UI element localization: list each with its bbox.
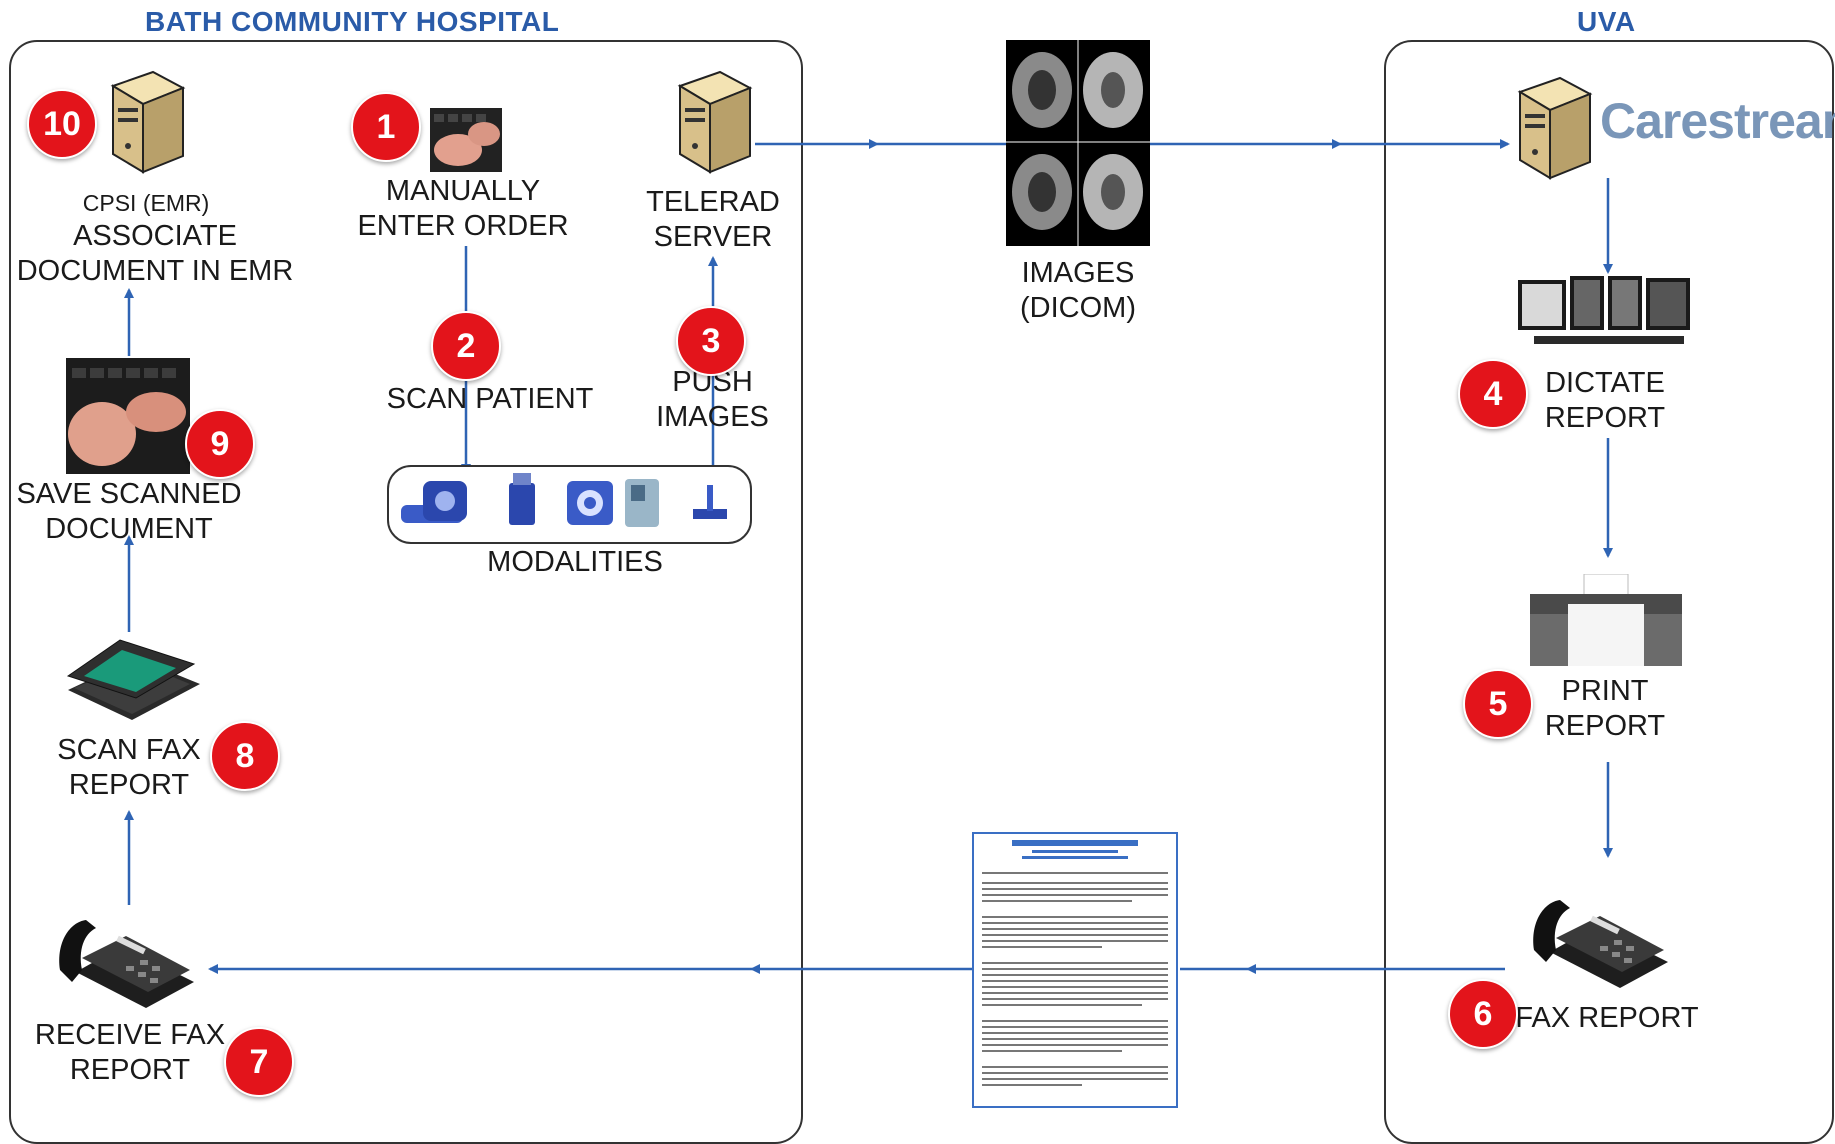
keyboard-typing-icon (66, 358, 190, 474)
fax-report-label: FAX REPORT (1515, 1002, 1699, 1034)
scanner-icon (66, 639, 200, 720)
telerad-server-icon (677, 70, 753, 174)
fax-machine-right-icon (1533, 900, 1668, 988)
step-badge-5: 5 (1463, 669, 1533, 739)
step-badge-10: 10 (27, 89, 97, 159)
step-badge-1: 1 (351, 92, 421, 162)
keyboard-hands-icon (430, 108, 502, 172)
modality-devices-icon (401, 473, 727, 527)
step-badge-8: 8 (210, 721, 280, 791)
step-badge-4: 4 (1458, 359, 1528, 429)
carestream-logo: Carestream (1600, 93, 1835, 149)
modalities-box (387, 465, 752, 544)
fax-machine-left-icon (59, 920, 194, 1008)
images-dicom-label: IMAGES(DICOM) (1020, 257, 1136, 324)
workstation-monitors-icon (1518, 276, 1690, 344)
uva-title: UVA (1577, 6, 1636, 37)
emr-name-label: CPSI (EMR) (82, 190, 210, 216)
step-badge-2: 2 (431, 311, 501, 381)
hospital-title: BATH COMMUNITY HOSPITAL (145, 6, 560, 37)
step-badge-6: 6 (1448, 979, 1518, 1049)
emr-server-icon (110, 70, 186, 174)
step-badge-7: 7 (224, 1027, 294, 1097)
printer-icon (1530, 574, 1682, 666)
step-badge-3: 3 (676, 306, 746, 376)
report-document-icon (972, 832, 1178, 1108)
modalities-label: MODALITIES (487, 546, 663, 578)
step-badge-9: 9 (185, 409, 255, 479)
carestream-server-icon (1517, 76, 1593, 180)
dicom-images-icon (1006, 40, 1150, 246)
scan-patient-label: SCAN PATIENT (386, 383, 594, 415)
